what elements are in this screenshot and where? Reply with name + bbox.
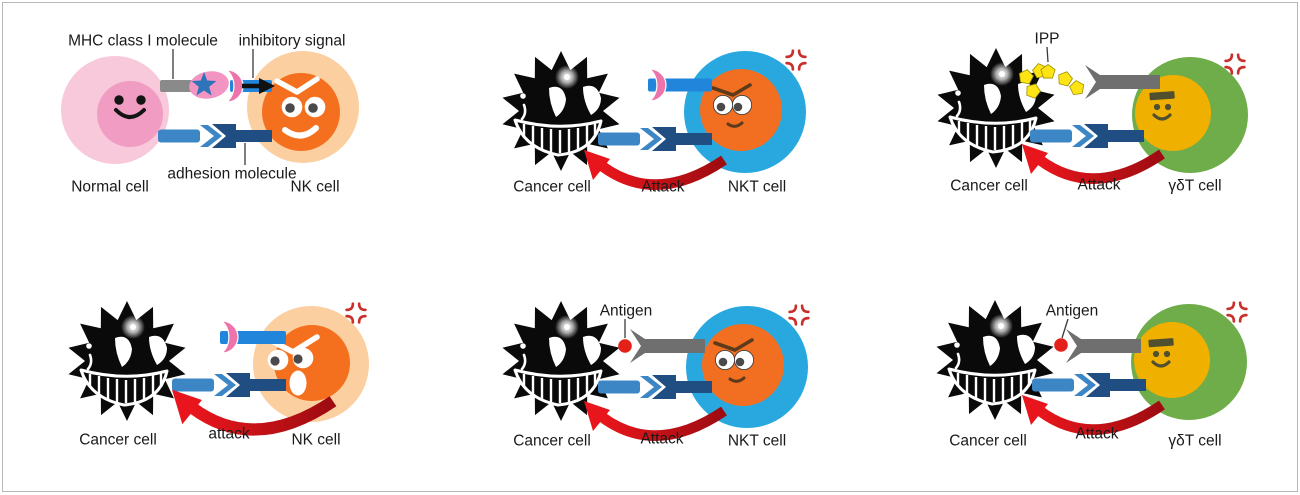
cancer-cell-label: Cancer cell	[950, 177, 1028, 195]
normal-cell-label: Normal cell	[71, 178, 149, 196]
attack-arrow	[1022, 395, 1162, 430]
attack-label: Attack	[640, 430, 684, 448]
nk-cell-label: NK cell	[291, 431, 341, 449]
anger-mark-icon	[1226, 301, 1248, 323]
panel-nkt-vs-cancer-antigen	[501, 299, 810, 436]
attack-arrow	[1022, 144, 1162, 179]
adhesion-molecule	[1032, 373, 1146, 397]
mhc-binding-crescent	[226, 69, 244, 103]
nk-cell-label: NK cell	[290, 178, 340, 196]
nkt-cell	[684, 304, 810, 430]
panel-gdt-vs-cancer-antigen	[935, 298, 1249, 430]
nkt-cell	[682, 49, 808, 175]
normal-cell	[59, 54, 171, 166]
anger-mark-icon	[345, 302, 367, 324]
antigen-receptor	[1066, 329, 1141, 363]
attack-label: Attack	[1077, 176, 1121, 194]
panel-nk-vs-cancer	[67, 299, 370, 429]
anger-mark-icon	[1224, 53, 1246, 75]
pointer-line	[1046, 46, 1049, 63]
ipp-label: IPP	[1034, 30, 1060, 48]
adhesion-molecule	[1030, 124, 1144, 148]
nkt-cell-label: NKT cell	[727, 178, 787, 196]
anger-mark-icon	[788, 304, 810, 326]
antigen-dot	[1054, 338, 1068, 352]
cancer-cell-label: Cancer cell	[513, 432, 591, 450]
cancer-cell	[501, 49, 621, 173]
cancer-cell-label: Cancer cell	[949, 432, 1027, 450]
mhc-peptide-star	[191, 72, 217, 96]
inhibitory-signal-label: inhibitory signal	[238, 32, 346, 50]
cancer-cell-label: Cancer cell	[513, 178, 591, 196]
mhc-complex	[189, 69, 244, 103]
antigen-label: Antigen	[1045, 302, 1099, 320]
adhesion-molecule-label: adhesion molecule	[167, 165, 297, 183]
attack-label: Attack	[1075, 425, 1119, 443]
panel-gdt-vs-cancer-ipp	[936, 46, 1250, 179]
mhc-class-i-label: MHC class I molecule	[68, 32, 218, 50]
ipp-molecules	[1017, 61, 1086, 100]
panel-nk-vs-normal	[59, 49, 359, 166]
cancer-cell	[67, 299, 187, 423]
cancer-cell-label: Cancer cell	[79, 431, 157, 449]
inhibitory-signal-arrow	[242, 78, 275, 94]
gdt-cell	[1130, 55, 1250, 175]
attack-label: attack	[208, 425, 250, 443]
mhc-stalk	[160, 80, 196, 92]
nk-cell	[253, 306, 369, 422]
pointer-line	[1061, 318, 1069, 339]
nk-cell	[247, 51, 359, 163]
nkt-cell-label: NKT cell	[727, 432, 787, 450]
anger-mark-icon	[785, 49, 807, 71]
panel-nkt-vs-cancer	[501, 49, 808, 185]
gdt-cell-label: γδT cell	[1168, 177, 1222, 195]
gdt-cell-label: γδT cell	[1168, 432, 1222, 450]
gdt-cell	[1129, 302, 1249, 422]
pointer-lines	[172, 49, 254, 165]
attack-label: Attack	[641, 178, 685, 196]
antigen-label: Antigen	[599, 302, 653, 320]
antigen-dot	[618, 339, 632, 353]
